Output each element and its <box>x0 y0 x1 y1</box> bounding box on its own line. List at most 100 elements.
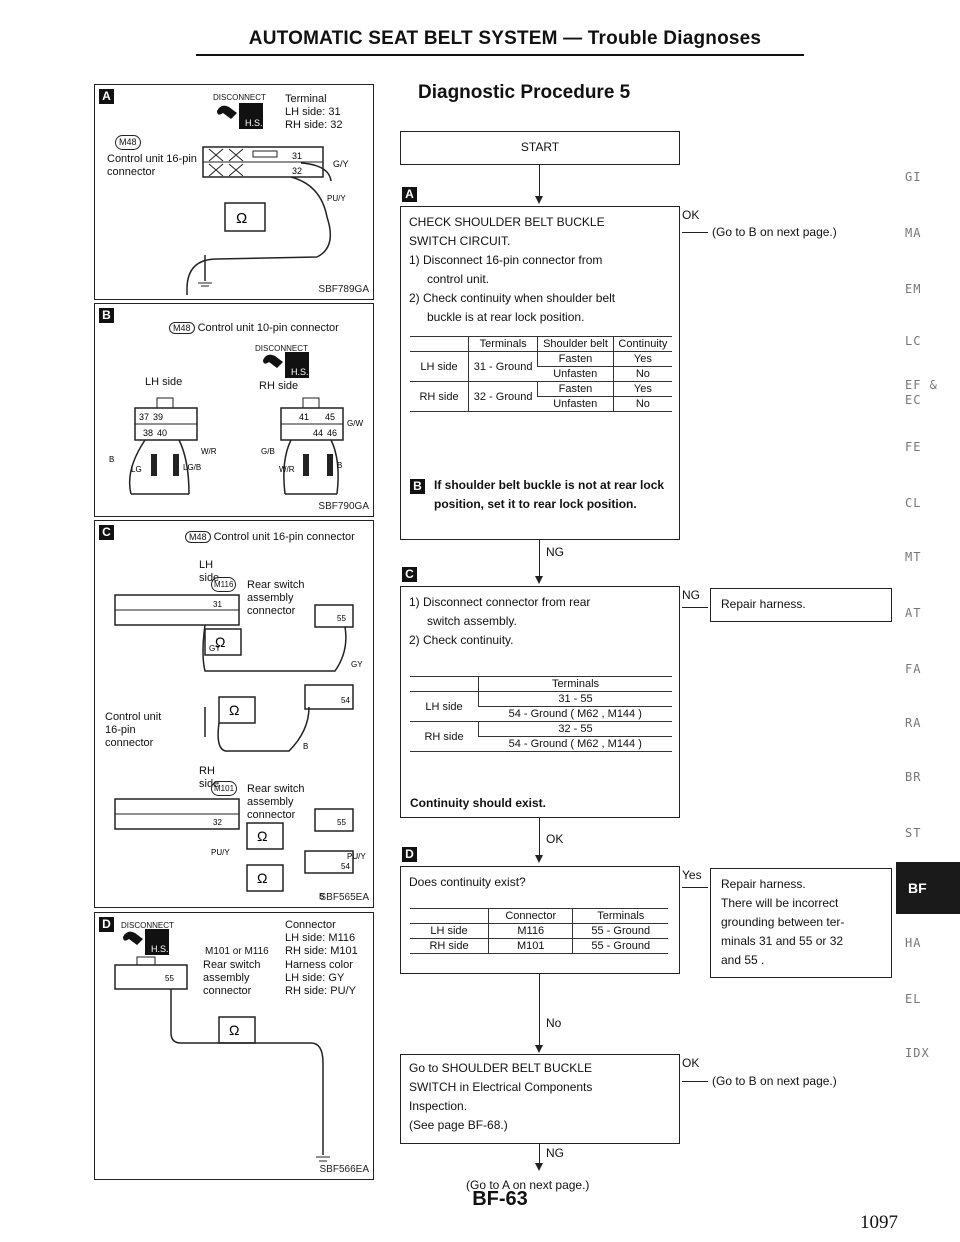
connector-code-line: M101 or M116 <box>205 946 269 957</box>
svg-text:LG: LG <box>131 465 142 474</box>
disconnect-label: DISCONNECT <box>255 344 308 353</box>
svg-text:39: 39 <box>153 412 163 422</box>
svg-text:55: 55 <box>165 974 174 983</box>
ground-check-diagram: 55 Ω <box>114 956 330 1162</box>
connector-desc: Control unit 16-pin connector <box>107 153 197 178</box>
section-tab-ra[interactable]: RA <box>905 716 922 730</box>
step-d-question: Does continuity exist? <box>409 875 526 889</box>
table-header: Continuity <box>612 336 672 352</box>
diagram-panel-a: A DISCONNECT H.S. Terminal LH side: 31 R… <box>94 84 374 300</box>
svg-text:GY: GY <box>351 660 363 669</box>
ng-destination: (Go to A on next page.) <box>466 1178 590 1192</box>
section-tab-st[interactable]: ST <box>905 826 922 840</box>
table-row: RH side 32 - 55 <box>410 721 672 752</box>
svg-text:Ω: Ω <box>229 702 239 718</box>
connector-diagram: 31 32 G/Y PU/Y Ω <box>186 146 349 295</box>
section-tab-em[interactable]: EM <box>905 282 922 296</box>
svg-text:31: 31 <box>213 600 222 609</box>
svg-text:55: 55 <box>337 614 346 623</box>
ng-label: NG <box>546 1146 564 1160</box>
section-tab-idx[interactable]: IDX <box>905 1046 930 1060</box>
table-row: LH side M116 55 - Ground <box>410 923 668 939</box>
step-a-note: If shoulder belt buckle is not at rear l… <box>434 478 665 511</box>
page-title: AUTOMATIC SEAT BELT SYSTEM — Trouble Dia… <box>248 28 762 49</box>
arrow-down <box>535 576 543 584</box>
table-row: Unfasten No <box>410 396 672 412</box>
title-rule <box>196 54 804 56</box>
figure-ref: SBF565EA <box>319 892 369 903</box>
step-a-line: control unit. <box>427 272 490 286</box>
section-tab-bf-active[interactable]: BF <box>896 862 960 914</box>
control-unit-label: Control unit 16-pin connector <box>105 711 162 749</box>
connector-line <box>539 974 540 1046</box>
table-row: LH side 31 - 55 <box>410 691 672 722</box>
step-e-line: (See page BF-68.) <box>409 1118 508 1132</box>
section-tab-fe[interactable]: FE <box>905 440 922 454</box>
section-tab-cl[interactable]: CL <box>905 496 922 510</box>
page-code: BF-63 <box>472 1188 528 1210</box>
table-row: RH side M101 55 - Ground <box>410 938 668 954</box>
repair-box: Repair harness. There will be incorrect … <box>710 868 892 978</box>
svg-text:Ω: Ω <box>236 210 247 227</box>
section-tab-mt[interactable]: MT <box>905 550 922 564</box>
connector-desc: Control unit 10-pin connector <box>197 322 339 334</box>
table-header: Shoulder belt <box>537 336 614 352</box>
svg-text:H.S.: H.S. <box>291 367 309 377</box>
step-c-label: C <box>402 567 417 582</box>
terminals-table: Terminals LH side 31 - 55 54 - Ground ( … <box>410 676 672 752</box>
repair-text: Repair harness. <box>721 597 806 611</box>
ok-label: OK <box>682 208 700 222</box>
start-box: START <box>400 131 680 165</box>
section-tab-br[interactable]: BR <box>905 770 922 784</box>
connector-code: M48 <box>115 135 141 150</box>
repair-line: grounding between ter- <box>721 915 845 929</box>
repair-line: minals 31 and 55 or 32 <box>721 934 844 948</box>
connector-line <box>539 1144 540 1166</box>
continuity-table: Terminals Shoulder belt Continuity LH si… <box>410 336 672 412</box>
svg-text:G/B: G/B <box>261 447 275 456</box>
step-e-line: SWITCH in Electrical Components <box>409 1080 593 1094</box>
figure-ref: SBF566EA <box>319 1164 369 1175</box>
section-tab-ef-ec[interactable]: EF & EC <box>905 378 938 407</box>
disconnect-connector-icon: H.S. <box>263 352 309 378</box>
continuity-diagram: 55 31 Ω GY GY 54 Ω B 55 32 Ω PU/Y PU/Y Ω… <box>114 594 366 901</box>
procedure-title: Diagnostic Procedure 5 <box>418 82 631 103</box>
ng-arrow <box>682 607 708 608</box>
lh-side-label: LH side <box>145 376 183 388</box>
figure-ref: SBF789GA <box>318 284 369 295</box>
panel-c-label: C <box>99 525 114 540</box>
wire-puy: PU/Y <box>327 194 346 203</box>
yes-label: Yes <box>682 868 702 882</box>
terminal-rh: RH side: 32 <box>285 119 343 131</box>
connector-title: M48 Control unit 16-pin connector <box>185 531 355 544</box>
section-tab-ma[interactable]: MA <box>905 226 922 240</box>
svg-text:Ω: Ω <box>229 1022 239 1038</box>
section-tab-at[interactable]: AT <box>905 606 922 620</box>
table-header: Terminals <box>572 908 668 924</box>
arrow-down <box>535 196 543 204</box>
section-tab-fa[interactable]: FA <box>905 662 922 676</box>
svg-text:Ω: Ω <box>257 870 267 886</box>
continuity-note: Continuity should exist. <box>410 796 547 810</box>
note-label: B <box>410 479 425 494</box>
step-a-label: A <box>402 187 417 202</box>
rear-switch-rh: Rear switch assembly connector <box>247 783 305 821</box>
table-header: Connector <box>487 908 573 924</box>
figure-ref: SBF790GA <box>318 501 369 512</box>
section-tab-gi[interactable]: GI <box>905 170 922 184</box>
arrow-down <box>535 1163 543 1171</box>
section-tab-el[interactable]: EL <box>905 992 922 1006</box>
section-tab-lc[interactable]: LC <box>905 334 922 348</box>
step-e-box: Go to SHOULDER BELT BUCKLE SWITCH in Ele… <box>400 1054 680 1144</box>
svg-text:37: 37 <box>139 412 149 422</box>
pin-31: 31 <box>292 151 302 161</box>
no-label: No <box>546 1016 562 1030</box>
rear-switch-lh: Rear switch assembly connector <box>247 579 305 617</box>
section-tab-ha[interactable]: HA <box>905 936 922 950</box>
connector-table: Connector Terminals LH side M116 55 - Gr… <box>410 908 668 954</box>
table-row: 54 - Ground ( M62 , M144 ) <box>410 736 672 752</box>
connector-code: M48 <box>169 322 195 334</box>
svg-text:32: 32 <box>213 818 222 827</box>
svg-text:LG/B: LG/B <box>183 463 201 472</box>
panel-b-label: B <box>99 308 114 323</box>
